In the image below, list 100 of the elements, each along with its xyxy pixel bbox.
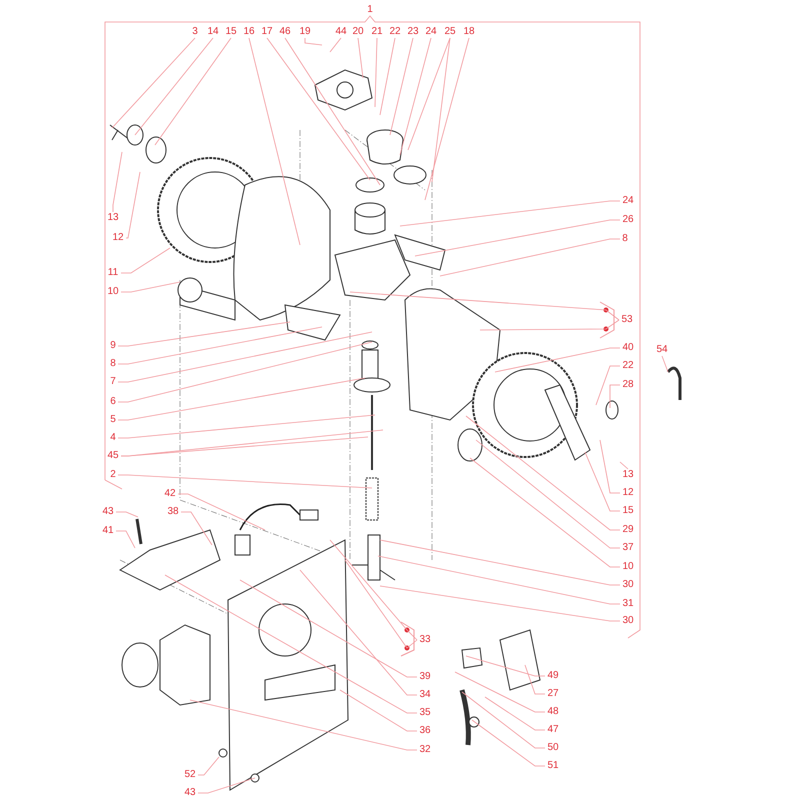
callout-number: 1 — [366, 4, 374, 16]
callout-number: 30 — [621, 579, 635, 591]
callout-number: 43 — [183, 787, 197, 799]
callout-number: 34 — [418, 689, 432, 701]
callout-number: 22 — [621, 360, 635, 372]
callout-number: 54 — [655, 344, 669, 356]
leader-line — [120, 436, 368, 456]
leader-line — [344, 560, 418, 649]
callout-number: 16 — [242, 26, 256, 38]
callout-number: 12 — [621, 487, 635, 499]
callout-number: 52 — [183, 769, 197, 781]
callout-number: 11 — [106, 267, 120, 279]
leader-line — [454, 672, 546, 712]
leader-line — [596, 366, 620, 406]
callout-number: 3 — [191, 26, 199, 38]
callout-number: 10 — [106, 286, 120, 298]
callout-number: 15 — [621, 505, 635, 517]
leader-line — [266, 38, 370, 180]
leader-line — [620, 462, 628, 470]
callout-number: 13 — [106, 212, 120, 224]
leader-line — [472, 720, 546, 766]
callout-number: 50 — [546, 742, 560, 754]
leader-line — [116, 530, 136, 548]
leader-line — [134, 38, 214, 136]
leader-line — [126, 172, 140, 238]
callout-number: 8 — [621, 233, 629, 245]
callout-number: 13 — [621, 469, 635, 481]
leader-line — [440, 238, 620, 276]
leader-line — [462, 692, 546, 748]
leader-line — [190, 700, 418, 750]
leader-line — [610, 384, 620, 408]
callout-number: 44 — [334, 26, 348, 38]
leader-line — [662, 356, 668, 372]
leader-line — [380, 38, 396, 116]
leader-line — [330, 38, 342, 52]
leader-line — [116, 512, 138, 518]
callout-number: 42 — [163, 488, 177, 500]
callout-number: 31 — [621, 598, 635, 610]
callout-number: 5 — [109, 414, 117, 426]
callout-number: 41 — [101, 525, 115, 537]
leader-line — [600, 440, 620, 494]
leader-line — [378, 556, 620, 604]
leader-line — [432, 38, 450, 182]
callout-number: 36 — [418, 725, 432, 737]
callout-number: 20 — [351, 26, 365, 38]
leader-line — [380, 540, 620, 586]
callout-number: 47 — [546, 724, 560, 736]
leader-line — [118, 474, 372, 488]
callout-number: 7 — [109, 376, 117, 388]
leader-line — [118, 332, 372, 382]
callout-number: 33 — [418, 634, 432, 646]
leader-line — [300, 570, 418, 696]
leader-line — [380, 586, 620, 622]
leader-line — [178, 494, 266, 530]
leader-line — [390, 38, 414, 136]
callout-number: 19 — [298, 26, 312, 38]
callout-number: 2 — [109, 469, 117, 481]
callout-number: 43 — [101, 506, 115, 518]
leader-line — [466, 416, 620, 530]
leader-line — [120, 248, 170, 274]
callout-number: 8 — [109, 358, 117, 370]
leader-line — [248, 38, 300, 246]
callout-number: 22 — [388, 26, 402, 38]
leader-line — [154, 38, 232, 146]
callout-number: 26 — [621, 214, 635, 226]
callout-number: 10 — [621, 561, 635, 573]
leader-line — [494, 348, 620, 372]
leader-line — [240, 580, 418, 678]
callout-number: 49 — [546, 670, 560, 682]
callout-number: 12 — [111, 232, 125, 244]
leader-line — [584, 452, 620, 512]
callout-number: 9 — [109, 340, 117, 352]
callout-number: 30 — [621, 615, 635, 627]
callout-number: 45 — [106, 450, 120, 462]
leader-line — [350, 292, 620, 320]
leader-line — [198, 778, 256, 794]
leader-line — [304, 38, 322, 46]
leader-line — [118, 326, 322, 364]
callout-number: 21 — [370, 26, 384, 38]
callout-number: 29 — [621, 524, 635, 536]
callout-number: 38 — [166, 506, 180, 518]
callout-number: 51 — [546, 760, 560, 772]
leader-line — [358, 38, 364, 78]
leader-line — [120, 282, 180, 292]
callout-number: 39 — [418, 671, 432, 683]
leader-line — [524, 664, 546, 694]
callout-number: 15 — [224, 26, 238, 38]
leader-line — [408, 38, 450, 150]
leader-line — [284, 38, 380, 186]
leader-line — [118, 378, 366, 420]
leader-line — [164, 574, 418, 714]
leader-line — [470, 458, 620, 568]
leader-line — [118, 342, 372, 402]
callout-number: 4 — [109, 432, 117, 444]
callout-number: 53 — [620, 314, 634, 326]
leader-line — [466, 656, 546, 676]
callout-number: 35 — [418, 707, 432, 719]
callout-number: 46 — [278, 26, 292, 38]
callout-number: 6 — [109, 396, 117, 408]
leader-line — [374, 38, 378, 108]
